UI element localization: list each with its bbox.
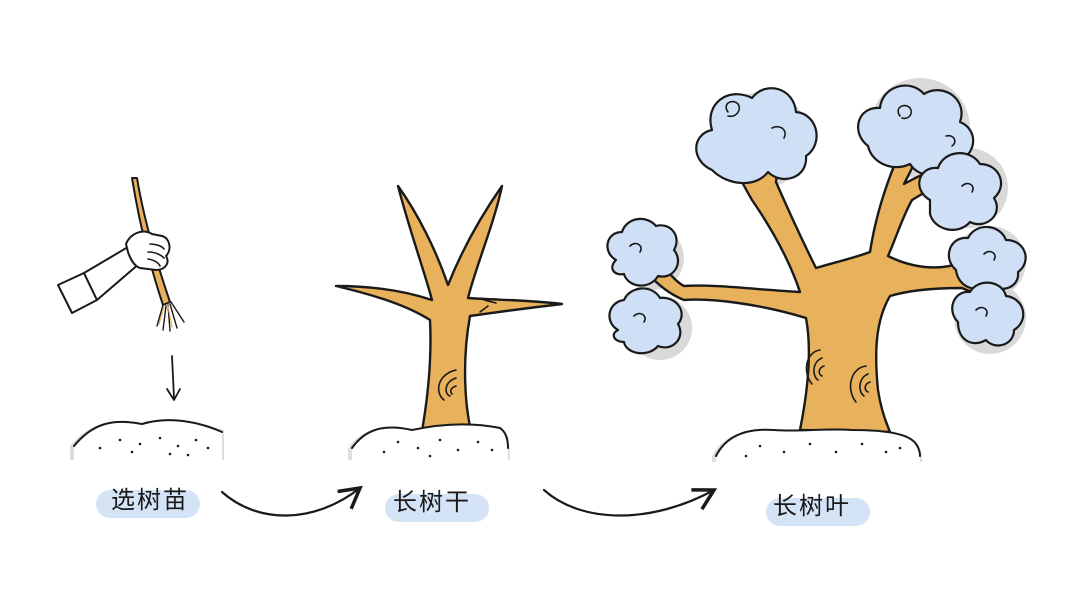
arrow-stage-1-to-2 — [220, 485, 363, 517]
soil-mound — [348, 423, 510, 460]
stage-2-illustration — [334, 184, 564, 460]
stage-1-label-highlight — [96, 490, 200, 518]
stage-3-illustration — [606, 78, 1027, 462]
soil-mound — [712, 428, 922, 462]
tree-knot — [805, 349, 825, 385]
tree-knot — [437, 369, 457, 401]
arrow-stage-2-to-3 — [542, 488, 718, 517]
stage-1-illustration — [57, 177, 224, 460]
tree-knot — [849, 365, 871, 403]
hand-icon — [125, 230, 171, 271]
stage-2-label: 长树干 — [393, 488, 471, 516]
down-arrow-icon — [166, 355, 181, 401]
bare-tree-trunk-icon — [334, 184, 564, 444]
stage-3-label-highlight — [766, 498, 870, 526]
leaf-cluster-icon — [606, 84, 1027, 355]
soil-mound — [70, 419, 224, 460]
stage-2-label-highlight — [385, 494, 489, 522]
stage-3-label: 长树叶 — [773, 492, 851, 520]
stage-1-label: 选树苗 — [111, 486, 189, 514]
